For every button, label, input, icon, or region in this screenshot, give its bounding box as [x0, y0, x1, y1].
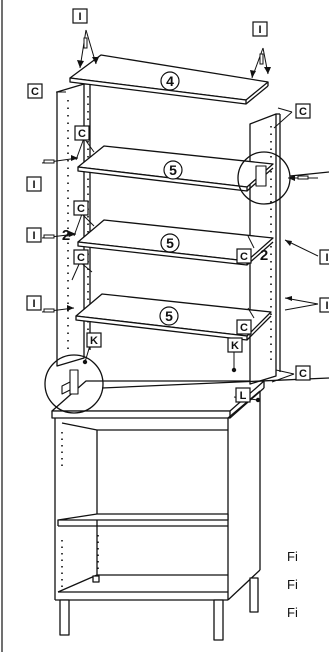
dowel-label: I	[32, 179, 35, 191]
cam-label: C	[299, 106, 307, 118]
cam-label: C	[240, 251, 248, 263]
base-cabinet	[51, 380, 265, 641]
cam-label: C	[240, 322, 248, 334]
figure-caption: Fi	[287, 605, 298, 620]
cam-label: C	[299, 368, 307, 380]
cam-label: C	[77, 252, 85, 264]
figure-caption: Fi	[287, 549, 298, 564]
figure-caption: Fi	[287, 577, 298, 592]
cam-label: C	[77, 203, 85, 215]
dowel-label: I	[78, 11, 81, 23]
screw-label: K	[90, 335, 98, 347]
dowel-label: I	[258, 24, 261, 36]
cam-label: C	[31, 86, 39, 98]
part-number-shelf: 5	[169, 162, 177, 178]
part-number-shelf: 5	[166, 235, 174, 251]
leg-label: L	[240, 390, 247, 402]
part-number-shelf: 5	[165, 308, 173, 324]
dowel-label: I	[325, 252, 328, 264]
part-number-top-shelf: 4	[166, 73, 174, 89]
dowel-label: I	[32, 298, 35, 310]
cam-label: C	[78, 128, 86, 140]
part-number-right-side: 2	[260, 247, 268, 264]
screw-label: K	[231, 340, 239, 352]
dowel-label: I	[325, 300, 328, 312]
part-number-left-side: 2	[62, 227, 70, 244]
detail-circle-lower	[44, 354, 104, 414]
dowel-label: I	[32, 230, 35, 242]
